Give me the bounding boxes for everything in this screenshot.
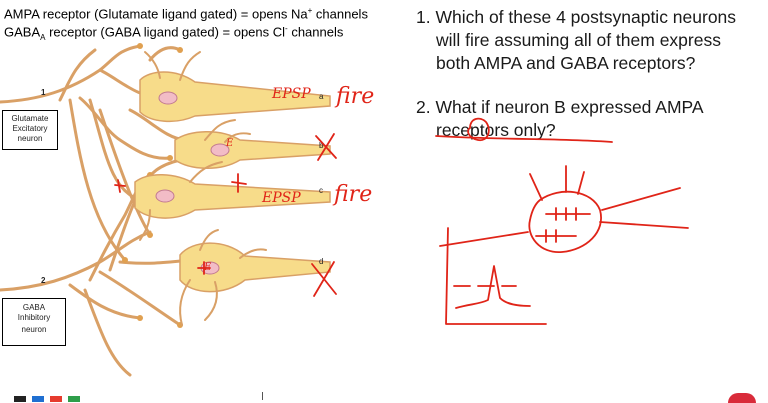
neuron-letter-c: c (319, 186, 323, 195)
x-mark-b (315, 133, 337, 161)
neuron-1-number: 1 (41, 88, 46, 97)
cl-charge: - (285, 24, 288, 33)
plus-mark-c (231, 173, 247, 193)
glutamate-neuron-label: Glutamate Excitatory neuron (2, 110, 58, 150)
logo-icon (728, 393, 756, 403)
gaba-text-end: channels (287, 24, 344, 40)
gaba-neuron-label: GABA Inhibitory neuron (2, 298, 66, 346)
epsp-annotation-c: EPSP (262, 190, 301, 206)
circle-on-receptors (467, 117, 490, 142)
pen-color-red[interactable] (50, 396, 62, 402)
sketch-action-potential (455, 265, 531, 309)
sketch-neuron-body (528, 190, 602, 253)
fire-annotation-c: fire (334, 182, 373, 207)
gaba-subscript: A (40, 32, 46, 42)
gaba-definition: GABAA receptor (GABA ligand gated) = ope… (4, 21, 343, 46)
label-neuron-1: neuron (17, 134, 43, 143)
label-neuron-2: neuron (21, 325, 47, 334)
sketch-axes (445, 227, 547, 325)
bottom-toolbar (0, 392, 768, 400)
epsp-annotation-a: EPSP (272, 86, 311, 102)
e-mark-b: E (226, 138, 234, 149)
label-glutamate: Glutamate (11, 114, 49, 123)
question-2-line-1: 2. What if neuron B expressed AMPA (416, 97, 704, 117)
question-1-line-2: will fire assuming all of them express (436, 30, 721, 50)
gaba-text-mid: receptor (GABA ligand gated) = opens Cl (45, 24, 286, 40)
neuron-letter-d: d (319, 257, 324, 266)
strike-through-receptors (435, 135, 613, 143)
label-excitatory: Excitatory (12, 124, 48, 133)
plus-mark-left (114, 179, 126, 193)
plus-mark-d (197, 261, 211, 275)
sketch-plus-signs (535, 207, 591, 243)
postsynaptic-neuron-a (139, 71, 331, 123)
pen-color-black[interactable] (14, 396, 26, 402)
neuron-letter-b: b (319, 141, 324, 150)
gaba-text: GABA (4, 24, 41, 40)
neuron-letter-a: a (319, 92, 324, 101)
x-mark-d (311, 261, 337, 297)
pen-color-blue[interactable] (32, 396, 44, 402)
neuron-2-number: 2 (41, 276, 46, 285)
fire-annotation-a: fire (336, 84, 375, 109)
ampa-text: AMPA receptor (Glutamate ligand gated) =… (4, 6, 308, 22)
label-inhibitory: Inhibitory (17, 313, 51, 322)
toolbar-divider (262, 392, 263, 400)
pen-color-green[interactable] (68, 396, 80, 402)
postsynaptic-neuron-c (134, 174, 331, 219)
postsynaptic-neuron-b (174, 131, 331, 169)
question-1-line-1: 1. Which of these 4 postsynaptic neurons (416, 7, 737, 27)
label-gaba: GABA (22, 303, 46, 312)
ampa-definition: AMPA receptor (Glutamate ligand gated) =… (4, 3, 368, 22)
sketch-dendrites (439, 165, 689, 247)
ampa-text-end: channels (312, 6, 368, 22)
question-1-line-3: both AMPA and GABA receptors? (436, 53, 696, 73)
dendrites (139, 51, 267, 326)
na-charge: + (307, 6, 313, 15)
question-2-line-2: receptors only? (436, 120, 556, 140)
